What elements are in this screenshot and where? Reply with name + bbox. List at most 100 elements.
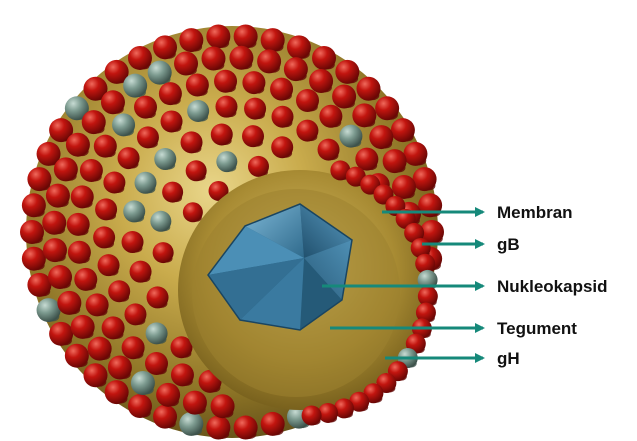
- gb-spike: [234, 24, 258, 48]
- gb-spike: [128, 394, 152, 418]
- gb-spike: [261, 28, 285, 52]
- gb-spike: [98, 254, 120, 276]
- gb-spike: [42, 211, 66, 235]
- gb-spike: [352, 103, 376, 127]
- gb-spike: [54, 157, 78, 181]
- gb-spike: [153, 35, 177, 59]
- gb-spike: [161, 110, 183, 132]
- gb-spike: [171, 363, 194, 386]
- gb-spike: [335, 60, 359, 84]
- gb-spike: [43, 238, 67, 262]
- gb-spike: [95, 198, 117, 220]
- gb-spike: [206, 416, 230, 440]
- gb-spike: [102, 316, 125, 339]
- gb-spike: [137, 126, 159, 148]
- gb-spike: [418, 193, 442, 217]
- gh-spike: [37, 298, 61, 322]
- gb-spike: [83, 363, 107, 387]
- gb-spike: [108, 280, 130, 302]
- gb-spike: [80, 159, 103, 182]
- gb-spike: [22, 193, 46, 217]
- gb-spike: [181, 131, 203, 153]
- gb-spike: [183, 202, 203, 222]
- gb-spike: [94, 135, 117, 158]
- gb-spike: [318, 139, 340, 161]
- gb-spike: [71, 185, 94, 208]
- gb-spike: [27, 273, 51, 297]
- gb-spike: [242, 125, 264, 147]
- gb-spike: [66, 133, 90, 157]
- gb-spike: [156, 383, 180, 407]
- gh-spike: [148, 61, 172, 85]
- gb-spike: [153, 242, 174, 263]
- gb-spike: [261, 412, 285, 436]
- gb-spike: [211, 394, 235, 418]
- gb-spike: [153, 405, 177, 429]
- gb-spike: [122, 336, 145, 359]
- gb-spike: [391, 118, 415, 142]
- gb-spike: [74, 268, 97, 291]
- gb-spike: [302, 405, 322, 425]
- gb-spike: [147, 286, 169, 308]
- gb-spike: [413, 167, 437, 191]
- gb-spike: [244, 98, 266, 120]
- gb-spike: [57, 291, 81, 315]
- gh-spike: [131, 371, 155, 395]
- gb-spike: [122, 231, 144, 253]
- gb-spike: [270, 78, 293, 101]
- gh-spike: [216, 151, 237, 172]
- gb-spike: [211, 124, 233, 146]
- gb-spike: [93, 226, 115, 248]
- gb-spike: [201, 47, 225, 71]
- gb-spike: [332, 84, 356, 108]
- gh-spike: [179, 412, 203, 436]
- gb-spike: [186, 160, 207, 181]
- gb-spike: [375, 96, 399, 120]
- gb-spike: [22, 247, 46, 271]
- gb-spike: [145, 352, 168, 375]
- gh-spike: [146, 322, 168, 344]
- gb-spike: [248, 156, 269, 177]
- gb-spike: [312, 46, 336, 70]
- gb-spike: [101, 90, 125, 114]
- gh-spike: [150, 211, 171, 232]
- gb-spike: [71, 315, 95, 339]
- gh-spike: [123, 200, 145, 222]
- gb-spike: [214, 70, 237, 93]
- gb-spike: [128, 46, 152, 70]
- gb-spike: [242, 71, 265, 94]
- gb-spike: [130, 261, 152, 283]
- gb-spike: [134, 96, 157, 119]
- gh-spike: [123, 74, 147, 98]
- gb-spike: [49, 322, 73, 346]
- gb-spike: [179, 28, 203, 52]
- gb-spike: [65, 344, 89, 368]
- gh-spike: [339, 125, 362, 148]
- gb-spike: [103, 172, 125, 194]
- gb-spike: [174, 51, 198, 75]
- label-nukleokapsid: Nukleokapsid: [497, 278, 608, 295]
- gh-spike: [187, 100, 209, 122]
- gb-spike: [186, 73, 209, 96]
- gb-spike: [272, 106, 294, 128]
- gb-spike: [183, 391, 207, 415]
- label-tegument: Tegument: [497, 320, 577, 337]
- gb-spike: [206, 24, 230, 48]
- gh-spike: [112, 113, 135, 136]
- gb-spike: [48, 265, 72, 289]
- gb-spike: [88, 337, 112, 361]
- gb-spike: [319, 105, 342, 128]
- gb-spike: [20, 220, 44, 244]
- gb-spike: [287, 35, 311, 59]
- gb-spike: [296, 89, 319, 112]
- gb-spike: [284, 57, 308, 81]
- gb-spike: [105, 380, 129, 404]
- gh-spike: [154, 148, 176, 170]
- gb-spike: [27, 167, 51, 191]
- gb-spike: [215, 96, 237, 118]
- gb-spike: [67, 213, 90, 236]
- label-gh: gH: [497, 350, 520, 367]
- gb-spike: [403, 142, 427, 166]
- gb-spike: [296, 120, 318, 142]
